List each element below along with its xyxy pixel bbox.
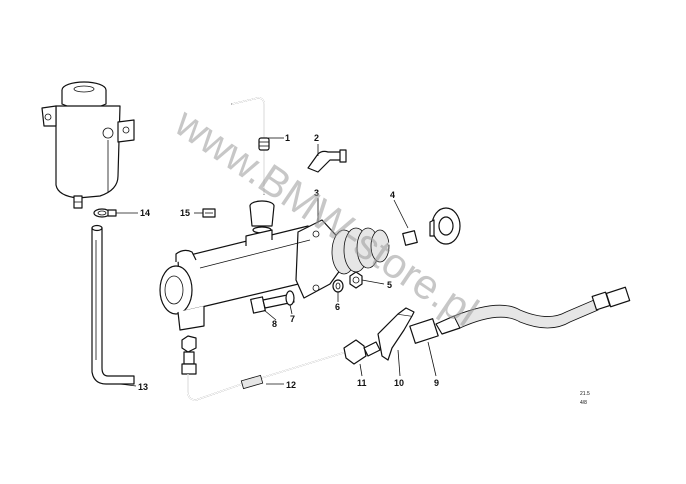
elbow-connector bbox=[307, 149, 347, 173]
callout-15: 15 bbox=[180, 208, 190, 218]
callout-10: 10 bbox=[394, 378, 404, 388]
clutch-master-cylinder bbox=[159, 219, 347, 331]
callout-9: 9 bbox=[434, 378, 439, 388]
callout-12: 12 bbox=[286, 380, 296, 390]
hex-nut bbox=[349, 271, 363, 289]
callout-labels: 1 2 3 4 5 6 7 8 9 10 11 12 13 14 15 bbox=[138, 133, 439, 392]
callout-11: 11 bbox=[357, 378, 367, 388]
callout-8: 8 bbox=[272, 319, 277, 329]
callout-2: 2 bbox=[314, 133, 319, 143]
callout-14: 14 bbox=[140, 208, 150, 218]
union-nut bbox=[343, 339, 381, 365]
mounting-clip bbox=[377, 307, 415, 361]
reservoir-hose bbox=[91, 224, 135, 385]
pressure-pipe bbox=[187, 351, 347, 401]
callout-13: 13 bbox=[138, 382, 148, 392]
outlet-fitting bbox=[181, 335, 197, 375]
callout-6: 6 bbox=[335, 302, 340, 312]
callout-7: 7 bbox=[290, 314, 295, 324]
callout-1: 1 bbox=[285, 133, 290, 143]
leader-lines bbox=[116, 137, 437, 387]
warning-label bbox=[202, 208, 216, 218]
pushrod bbox=[387, 207, 461, 246]
page-code: 21.5 bbox=[580, 391, 590, 397]
reservoir-grommet bbox=[249, 200, 275, 244]
feed-pipe bbox=[231, 97, 270, 195]
lock-washer bbox=[332, 279, 344, 293]
callout-5: 5 bbox=[387, 280, 392, 290]
flexible-hose bbox=[409, 286, 631, 344]
callout-3: 3 bbox=[314, 188, 319, 198]
flat-washer bbox=[285, 290, 295, 306]
page-ref: 4/8 bbox=[580, 400, 587, 406]
dust-boot bbox=[331, 227, 390, 275]
fluid-reservoir bbox=[41, 81, 135, 209]
hose-clamp bbox=[93, 208, 117, 218]
callout-4: 4 bbox=[390, 190, 395, 200]
